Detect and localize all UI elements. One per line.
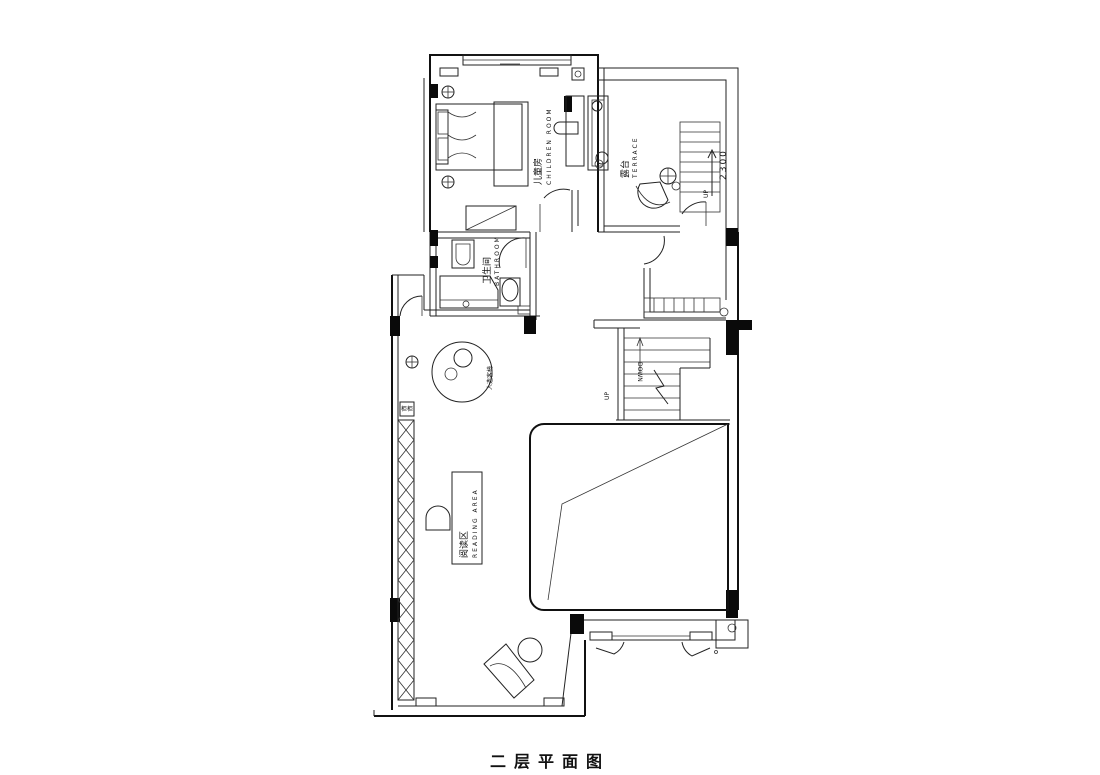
stair-up-label: UP <box>604 392 611 400</box>
windows <box>415 54 713 707</box>
children-room: 儿童房 CHILDREN ROOM <box>435 63 585 232</box>
terrace: 露台 TERRACE UP 2300 <box>587 95 729 265</box>
bathroom: 卫生间 BATHROOM <box>439 235 531 315</box>
terrace-dimension-label: 2300 <box>719 149 729 180</box>
lounge-chair-label: 人造客椅 <box>486 366 494 390</box>
children-room-en: CHILDREN ROOM <box>546 107 553 185</box>
reading-area-en: READING AREA <box>472 488 479 558</box>
left-entry-door <box>399 295 423 369</box>
main-staircase: DOWN UP <box>604 297 729 420</box>
reading-area: 人造客椅 阅读区 READING AREA <box>425 341 543 699</box>
bathroom-cn: 卫生间 <box>481 257 493 284</box>
left-window-wall: 柜柜 <box>397 401 415 701</box>
children-room-cn: 儿童房 <box>532 158 544 185</box>
terrace-stair-up-label: UP <box>703 190 710 198</box>
bottom-doors <box>595 623 737 657</box>
outer-walls <box>373 54 749 717</box>
reading-area-cn: 阅读区 <box>458 531 470 558</box>
structural-columns <box>390 84 752 634</box>
stair-down-label: DOWN <box>636 362 643 382</box>
plan-title: 二层平面图 <box>489 752 610 771</box>
terrace-en: TERRACE <box>632 136 639 179</box>
bathroom-en: BATHROOM <box>494 235 501 286</box>
open-void <box>529 423 729 611</box>
cabinet-label: 柜柜 <box>401 405 413 413</box>
terrace-cn: 露台 <box>619 160 631 178</box>
